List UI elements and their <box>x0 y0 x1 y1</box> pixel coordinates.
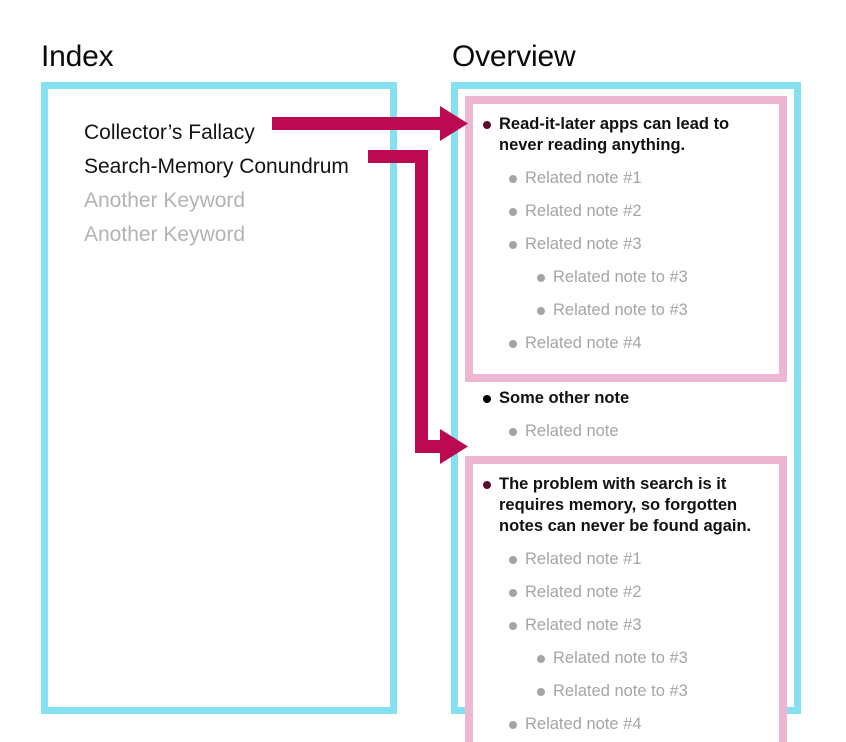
bullet-icon <box>509 241 517 249</box>
bullet-icon <box>509 721 517 729</box>
note-text: Related note #4 <box>525 334 642 352</box>
bullet-icon <box>483 121 491 129</box>
related-note-item[interactable]: Related note #3 <box>477 615 775 636</box>
related-note-item[interactable]: Related note #4 <box>477 333 775 354</box>
related-note-item[interactable]: Related note #4 <box>477 714 775 735</box>
note-text: Read-it-later apps can lead to never rea… <box>499 115 730 154</box>
related-note-item[interactable]: Related note #2 <box>477 582 775 603</box>
note-text: Related note #2 <box>525 583 642 601</box>
note-item[interactable]: Read-it-later apps can lead to never rea… <box>477 114 775 156</box>
bullet-icon <box>537 688 545 696</box>
related-note-item[interactable]: Related note #1 <box>477 168 775 189</box>
related-note-item[interactable]: Related note to #3 <box>477 300 775 321</box>
related-note-item[interactable]: Related note #1 <box>477 549 775 570</box>
bullet-icon <box>483 481 491 489</box>
bullet-icon <box>537 655 545 663</box>
related-note-item[interactable]: Related note #3 <box>477 234 775 255</box>
overview-column-title: Overview <box>452 40 576 73</box>
note-text: Related note #2 <box>525 202 642 220</box>
related-note-item[interactable]: Related note to #3 <box>477 648 775 669</box>
note-text: Related note to #3 <box>553 682 688 700</box>
bullet-icon <box>483 395 491 403</box>
note-text: Related note <box>525 422 619 440</box>
note-item[interactable]: The problem with search is it requires m… <box>477 474 775 537</box>
index-keyword-item[interactable]: Search-Memory Conundrum <box>84 155 349 178</box>
related-note-item[interactable]: Related note <box>477 421 775 442</box>
related-note-item[interactable]: Related note to #3 <box>477 681 775 702</box>
bullet-icon <box>509 556 517 564</box>
overview-panel: Read-it-later apps can lead to never rea… <box>451 82 801 742</box>
index-keyword-item[interactable]: Another Keyword <box>84 189 246 212</box>
bullet-icon <box>537 274 545 282</box>
note-text: Related note to #3 <box>553 268 688 286</box>
highlighted-note-group: The problem with search is it requires m… <box>465 456 787 742</box>
note-text: Related note #3 <box>525 235 642 253</box>
note-text: Related note to #3 <box>553 301 688 319</box>
highlighted-note-group: Read-it-later apps can lead to never rea… <box>465 96 787 382</box>
related-note-item[interactable]: Related note #2 <box>477 201 775 222</box>
bullet-icon <box>509 428 517 436</box>
note-text: Related note #1 <box>525 550 642 568</box>
note-item[interactable]: Some other note <box>477 388 775 409</box>
bullet-icon <box>509 175 517 183</box>
bullet-icon <box>509 622 517 630</box>
note-text: Related note #1 <box>525 169 642 187</box>
index-column-title: Index <box>41 40 114 73</box>
note-text: Some other note <box>499 389 630 407</box>
note-text: Related note to #3 <box>553 649 688 667</box>
note-text: The problem with search is it requires m… <box>499 475 752 535</box>
bullet-icon <box>509 589 517 597</box>
overview-note-list: Read-it-later apps can lead to never rea… <box>465 96 787 742</box>
note-text: Related note #3 <box>525 616 642 634</box>
bullet-icon <box>537 307 545 315</box>
bullet-icon <box>509 340 517 348</box>
note-text: Related note #4 <box>525 715 642 733</box>
related-note-item[interactable]: Related note to #3 <box>477 267 775 288</box>
index-keyword-item[interactable]: Collector’s Fallacy <box>84 121 255 144</box>
index-keyword-item[interactable]: Another Keyword <box>84 223 246 246</box>
bullet-icon <box>509 208 517 216</box>
